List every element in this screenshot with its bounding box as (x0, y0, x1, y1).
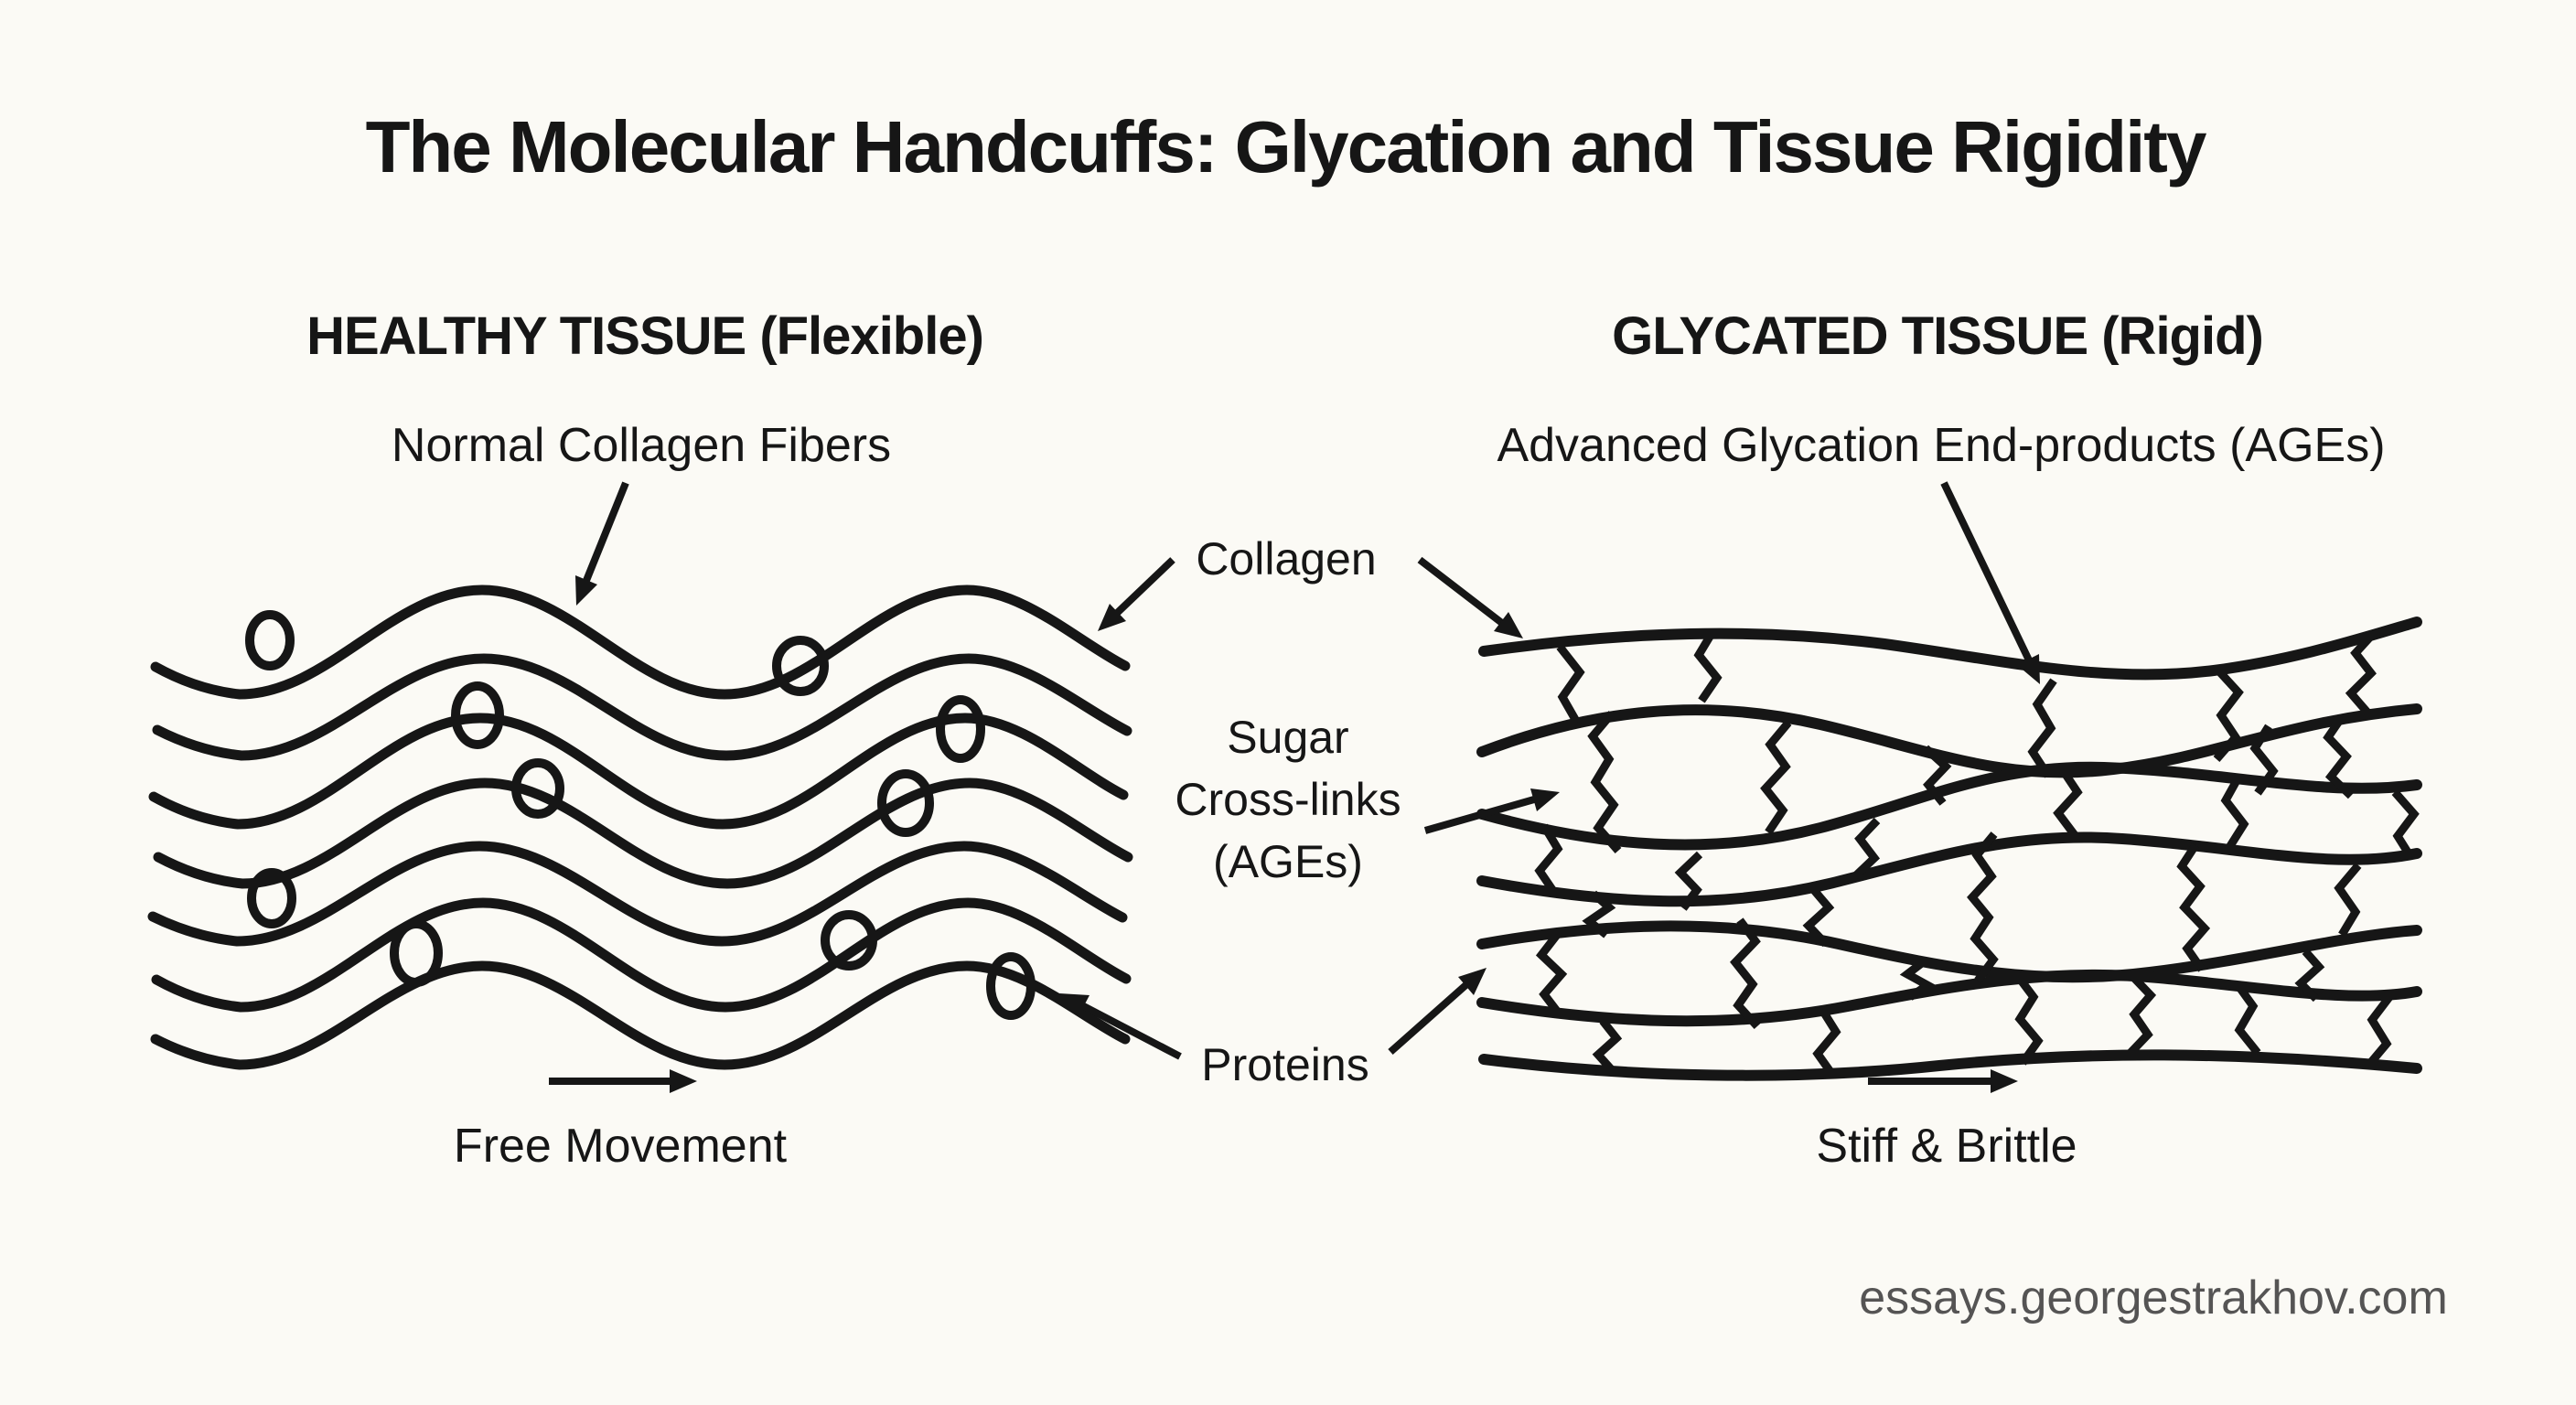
mesh-fiber-path (1476, 703, 2422, 778)
collagen-fiber-path (151, 897, 1132, 1013)
arrow-proteins-left-shaft (1075, 999, 1182, 1060)
protein-circle (821, 910, 877, 971)
healthy-tissue-header: HEALTHY TISSUE (Flexible) (306, 306, 984, 366)
sugar-crosslink-zigzag (1802, 886, 1835, 948)
arrow-proteins-right-shaft (1388, 978, 1474, 1055)
sugar-crosslink-zigzag (1587, 711, 1622, 853)
sugar-crosslink-zigzag (2249, 724, 2279, 796)
free-movement-label: Free Movement (453, 1120, 788, 1173)
protein-circle (772, 636, 829, 696)
glycated-tissue-header: GLYCATED TISSUE (Rigid) (1612, 306, 2264, 366)
arrow-sugar-crosslinks-shaft (1423, 794, 1542, 834)
arrow-collagen-right-shaft (1417, 556, 1509, 630)
collagen-fiber-path (150, 960, 1131, 1070)
protein-circle (511, 758, 564, 819)
sugar-crosslink-zigzag (2334, 863, 2362, 938)
collagen-fiber-path (150, 585, 1131, 700)
normal-collagen-fibers-label: Normal Collagen Fibers (391, 419, 892, 472)
mesh-fiber-path (1476, 920, 2422, 983)
sugar-crosslink-zigzag (1852, 817, 1881, 880)
protein-circle (451, 681, 504, 749)
arrow-normal-collagen-fibers-shaft (580, 481, 629, 589)
sugar-crosslink-zigzag (1693, 629, 1723, 703)
sugar-crosslink-zigzag (2233, 981, 2261, 1056)
collagen-fiber-path (148, 713, 1129, 830)
page-title: The Molecular Handcuffs: Glycation and T… (365, 106, 2207, 188)
sugar-crosslink-zigzag (1730, 917, 1761, 1030)
arrow-normal-collagen-fibers-head (575, 575, 597, 606)
sugar-crosslink-zigzag (2391, 789, 2420, 861)
mesh-fiber-path (1478, 617, 2422, 681)
arrow-ages-label-shaft (1940, 481, 2035, 668)
stiff-brittle-label: Stiff & Brittle (1816, 1120, 2077, 1173)
sugar-crosslink-zigzag (1812, 1007, 1841, 1078)
proteins-label: Proteins (1201, 1039, 1369, 1090)
glycated-tissue-drawing (1476, 617, 2422, 1081)
annotation-arrows (549, 481, 2040, 1093)
sugar-crosslink-zigzag (2364, 994, 2393, 1069)
healthy-tissue-drawing (147, 585, 1133, 1070)
protein-circle (247, 868, 296, 928)
mesh-fiber-path (1478, 1049, 2422, 1081)
collagen-fiber-path (152, 653, 1132, 761)
sugar-crosslink-zigzag (2126, 971, 2157, 1057)
protein-circle (245, 610, 295, 670)
arrow-collagen-left-head (1098, 604, 1126, 631)
sugar-crosslink-zigzag (2323, 714, 2355, 799)
protein-circle (390, 919, 443, 987)
mesh-fiber-path (1476, 969, 2422, 1027)
sugar-crosslink-zigzag (2345, 629, 2377, 716)
protein-circle (936, 695, 985, 763)
arrow-proteins-left-head (1059, 993, 1089, 1016)
sugar-crosslink-zigzag (2294, 949, 2325, 1003)
sugar-crosslink-zigzag (1582, 890, 1616, 938)
sugar-crosslink-zigzag (2013, 972, 2044, 1066)
sugar-crosslink-zigzag (1674, 851, 1703, 911)
collagen-fiber-path (147, 841, 1128, 947)
arrow-stiff-brittle-head (1991, 1069, 2018, 1093)
watermark: essays.georgestrakhov.com (1859, 1271, 2448, 1325)
mesh-fiber-path (1476, 831, 2422, 907)
sugar-crosslink-zigzag (1922, 745, 1952, 806)
sugar-crosslink-zigzag (1899, 959, 1936, 1001)
sugar-crosslink-zigzag (1760, 720, 1792, 835)
arrow-collagen-left-shaft (1110, 557, 1175, 620)
arrow-collagen-right-head (1494, 612, 1523, 638)
mesh-fiber-path (1476, 761, 2422, 851)
sugar-crosslink-zigzag (1534, 823, 1563, 896)
arrow-sugar-crosslinks-head (1530, 788, 1560, 811)
arrow-ages-label-head (2017, 654, 2040, 684)
protein-circle (877, 769, 934, 837)
sugar-crosslink-zigzag (1592, 1018, 1623, 1076)
sugar-crosslinks-label: Sugar Cross-links (AGEs) (1175, 712, 1401, 887)
collagen-fiber-path (153, 778, 1133, 889)
protein-circles (245, 610, 1036, 1020)
sugar-crosslink-zigzag (2220, 773, 2249, 852)
sugar-crosslink-zigzag (1556, 644, 1585, 725)
arrow-proteins-right-head (1458, 968, 1487, 995)
arrow-free-movement-head (670, 1069, 697, 1093)
sugar-crosslink-zigzag (2213, 667, 2244, 762)
sugar-crosslink-zigzag (1535, 932, 1568, 1016)
protein-circle (986, 952, 1036, 1020)
sugar-crosslink-zigzag (1967, 831, 1999, 983)
collagen-label: Collagen (1196, 533, 1377, 585)
sugar-crosslink-zigzag (2176, 842, 2211, 972)
sugar-crosslink-zigzag (2053, 767, 2083, 838)
ages-label: Advanced Glycation End-products (AGEs) (1497, 419, 2386, 472)
crosslink-zigzags (1534, 629, 2420, 1078)
sugar-crosslink-zigzag (2027, 678, 2057, 778)
